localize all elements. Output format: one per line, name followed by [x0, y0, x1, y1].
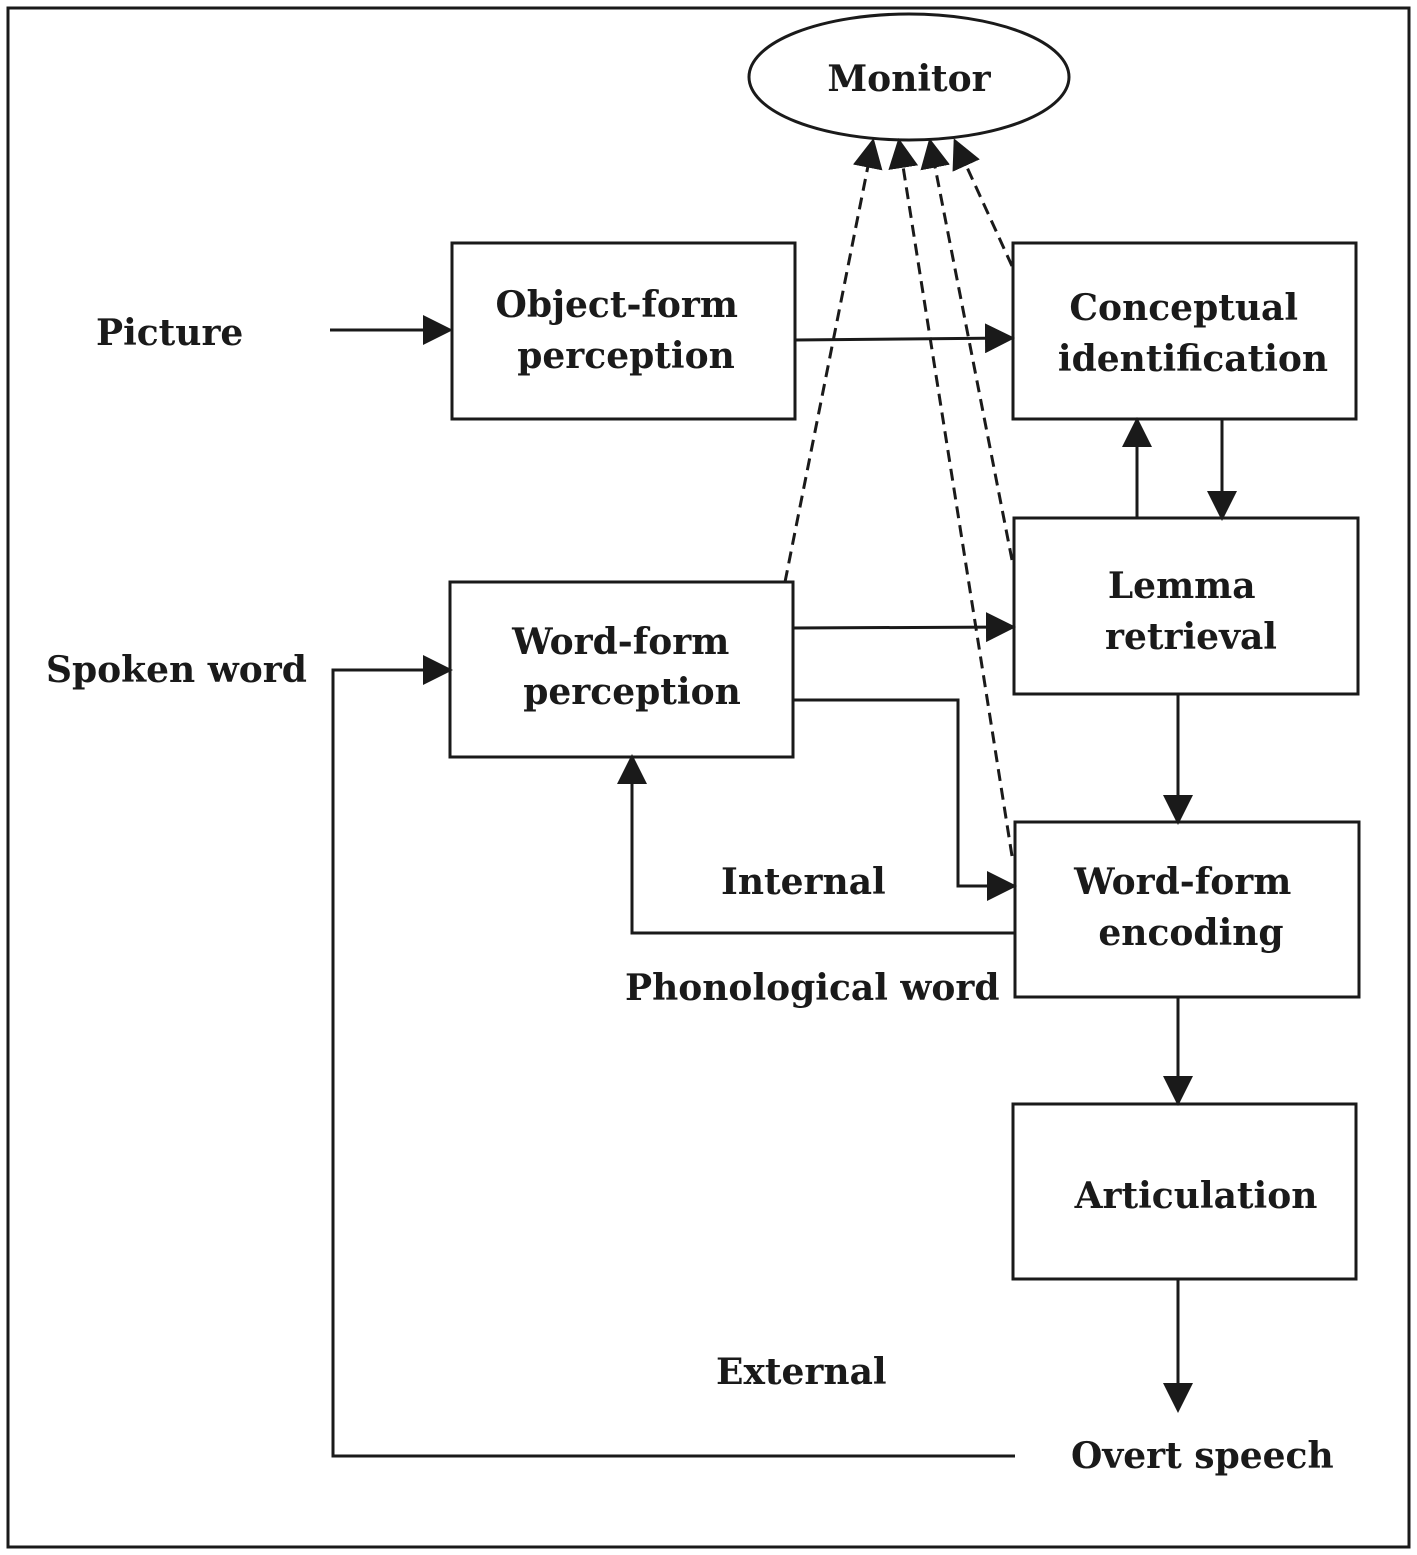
word-form-perception-node: Word-form perception [448, 580, 795, 759]
lemma-retrieval-node: Lemma retrieval [1012, 516, 1360, 696]
lemma-retrieval-label-line1: Lemma [1108, 565, 1256, 607]
dashed-arrow-word-form-encoding-to-monitor [888, 138, 1014, 857]
spoken-word-input-label: Spoken word [46, 649, 307, 691]
object-form-perception-label-line1: Object-form [495, 284, 738, 326]
svg-text:Lemma retrieval: Lemma retrieval [1105, 565, 1277, 658]
svg-text:Conceptual identificatio: Conceptual identification [1058, 287, 1328, 380]
dashed-arrow-word-form-perception-to-monitor [783, 138, 883, 583]
word-form-encoding-node: Word-form encoding [1013, 820, 1361, 999]
word-form-encoding-label-line1: Word-form [1073, 861, 1291, 903]
internal-route-label: Internal [721, 861, 886, 903]
arrow-object-form-to-conceptual [794, 323, 1015, 354]
monitor-label: Monitor [827, 58, 991, 100]
word-form-perception-label-line2: perception [523, 671, 741, 713]
object-form-perception-label-line2: perception [517, 335, 735, 377]
picture-input-label: Picture [96, 312, 243, 354]
external-route-label: External [716, 1351, 887, 1393]
arrow-internal-loop-to-word-form-perception [617, 754, 1015, 935]
word-form-perception-label-line1: Word-form [511, 621, 729, 663]
phonological-word-label: Phonological word [625, 967, 1000, 1009]
conceptual-identification-label-line1: Conceptual [1069, 287, 1298, 329]
overt-speech-output-label: Overt speech [1071, 1435, 1334, 1477]
word-form-encoding-label-line2: encoding [1098, 912, 1283, 954]
conceptual-identification-label-line2: identification [1058, 338, 1328, 380]
dashed-arrow-lemma-to-monitor [920, 138, 1014, 561]
figure-frame [6, 6, 1411, 1549]
lemma-retrieval-label-line2: retrieval [1105, 616, 1277, 658]
conceptual-identification-node: Conceptual identification [1011, 241, 1358, 421]
arrow-external-loop-to-word-form-perception [331, 655, 1015, 1458]
object-form-perception-node: Object-form perception [450, 241, 797, 421]
articulation-node: Articulation [1011, 1102, 1358, 1281]
svg-text:Object-form perception: Object-form perception [495, 284, 750, 377]
arrow-word-form-perception-to-lemma [792, 612, 1016, 643]
dashed-arrow-conceptual-to-monitor [952, 138, 1014, 267]
svg-text:Word-form perception: Word-form perception [511, 621, 742, 713]
svg-text:Word-form encoding: Word-form encoding [1073, 861, 1304, 954]
monitor-node: Monitor [747, 12, 1071, 142]
articulation-label: Articulation [1074, 1175, 1318, 1217]
arrow-word-form-perception-to-encoding [793, 698, 1017, 901]
